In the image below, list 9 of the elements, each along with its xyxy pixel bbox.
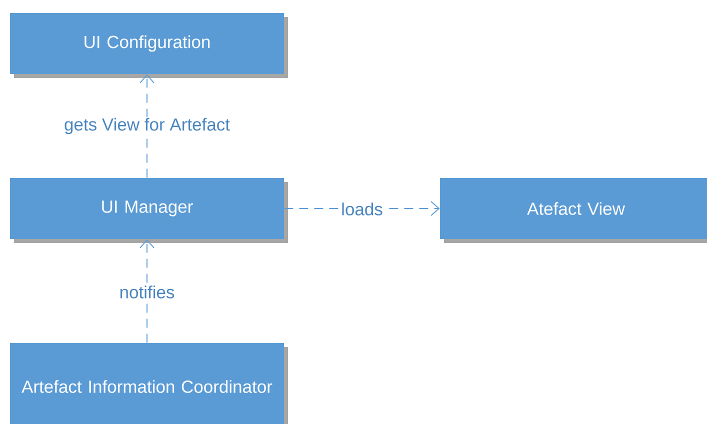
edge-label: loads — [340, 202, 384, 216]
process-box: UI Manager — [10, 178, 288, 243]
process-box: UI Configuration — [10, 13, 288, 78]
edge-label: notifies — [118, 284, 176, 300]
edge-label: gets View for Artefact — [63, 116, 231, 136]
arrow — [140, 239, 154, 344]
arrow — [140, 74, 154, 178]
process-box: Atefact View — [440, 178, 707, 243]
process-box: Artefact Information Coordinator — [10, 343, 288, 424]
